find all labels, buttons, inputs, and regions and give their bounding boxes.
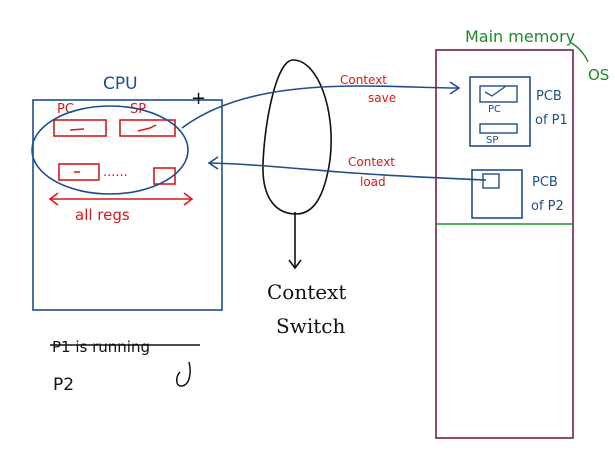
status-hook-mark	[176, 361, 191, 387]
context-save-label-line1: Context	[340, 73, 387, 87]
context-switch-label-line2: Switch	[276, 314, 345, 338]
main-memory-box	[435, 49, 574, 439]
main-memory-block: Main memory OS PC SP PCB of P1 PCB of P2	[435, 27, 609, 439]
sp-register	[119, 119, 176, 137]
pcb-p1-box	[469, 76, 531, 147]
context-save-arrow: Context save	[181, 73, 461, 129]
main-memory-title: Main memory	[465, 27, 575, 46]
register-ellipsis: ......	[103, 165, 128, 180]
pcb-p1-sp-slot	[479, 123, 518, 134]
context-switch-block: Context Switch	[262, 59, 346, 338]
all-regs-arrow-left-head	[48, 192, 59, 206]
struck-status-text: P1 is running	[52, 338, 150, 356]
main-memory-title-underline	[569, 41, 589, 63]
register-group-outline	[31, 105, 189, 195]
pcb-p1-sp-label: SP	[486, 135, 498, 146]
context-switch-label-line1: Context	[267, 280, 346, 304]
current-process-label: P2	[53, 375, 74, 395]
context-load-label-line1: Context	[348, 155, 395, 169]
pcb-p2-label-line2: of P2	[531, 199, 564, 214]
cpu-title: CPU	[103, 74, 138, 94]
pcb-p2: PCB of P2	[471, 169, 564, 219]
context-load-label-line2: load	[360, 175, 386, 189]
pc-register-value-mark	[69, 128, 85, 131]
general-register-n	[153, 167, 176, 185]
pcb-p1-pc-slot	[479, 85, 518, 103]
context-switch-blob	[262, 59, 332, 215]
all-regs-arrow-right-head	[183, 192, 194, 206]
context-save-arrow-head	[449, 81, 461, 95]
cpu-box	[32, 99, 223, 311]
sp-register-value-mark	[137, 124, 157, 132]
cpu-block: CPU + PC SP ...... all regs	[31, 74, 223, 311]
context-load-arrow-head	[207, 156, 219, 170]
pcb-p1-pc-value-mark	[484, 85, 507, 97]
pcb-p2-slot	[482, 173, 500, 189]
pc-register-label: PC	[57, 102, 74, 117]
all-regs-label: all regs	[75, 206, 130, 224]
pcb-p2-label-line1: PCB	[532, 175, 558, 190]
pcb-p1-label-line1: PCB	[536, 89, 562, 104]
context-switch-down-arrow-head	[288, 259, 302, 270]
pc-register	[53, 119, 107, 137]
pcb-p1-pc-label: PC	[488, 104, 501, 115]
os-label: OS	[588, 66, 609, 84]
context-load-arrow-line	[209, 162, 487, 181]
register-group: PC SP ...... all regs	[31, 102, 194, 224]
pcb-p1-label-line2: of P1	[535, 113, 568, 128]
cpu-plus-mark: +	[191, 88, 206, 109]
context-save-label-line2: save	[368, 91, 396, 105]
general-register-1	[58, 163, 100, 181]
running-status: P1 is running P2	[50, 338, 200, 395]
pcb-p1: PC SP PCB of P1	[469, 76, 568, 147]
pcb-p2-box	[471, 169, 523, 219]
context-save-arrow-line	[181, 85, 459, 129]
context-load-arrow: Context load	[207, 155, 487, 189]
